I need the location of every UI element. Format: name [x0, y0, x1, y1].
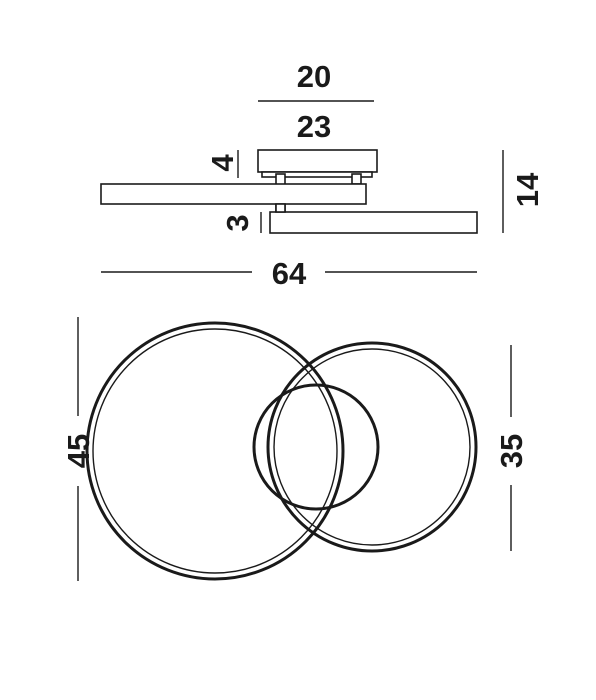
canopy-spacer — [261, 171, 373, 178]
small-ring — [266, 341, 478, 553]
ring-connector — [275, 203, 286, 213]
dim-label-total-width: 64 — [272, 256, 307, 291]
lower-ring-profile — [269, 211, 478, 234]
dim-label-base-height: 4 — [205, 154, 240, 172]
large-ring-inner — [92, 328, 338, 574]
dim-label-large-ring: 45 — [61, 434, 96, 468]
dim-label-top-width: 20 — [297, 59, 331, 94]
dim-label-small-ring: 35 — [494, 434, 529, 468]
small-ring-inner — [273, 348, 471, 546]
dim-label-ring-gap: 3 — [220, 214, 255, 231]
stem-right — [351, 173, 362, 185]
dim-label-total-height: 14 — [510, 172, 545, 207]
canopy-disc — [252, 383, 380, 511]
side-view: 20 23 4 3 14 64 — [100, 59, 545, 291]
top-view: 45 35 — [61, 317, 529, 581]
dim-label-base-width: 23 — [297, 109, 331, 144]
ceiling-canopy — [257, 149, 378, 173]
large-ring — [85, 321, 345, 581]
upper-ring-profile — [100, 183, 367, 205]
